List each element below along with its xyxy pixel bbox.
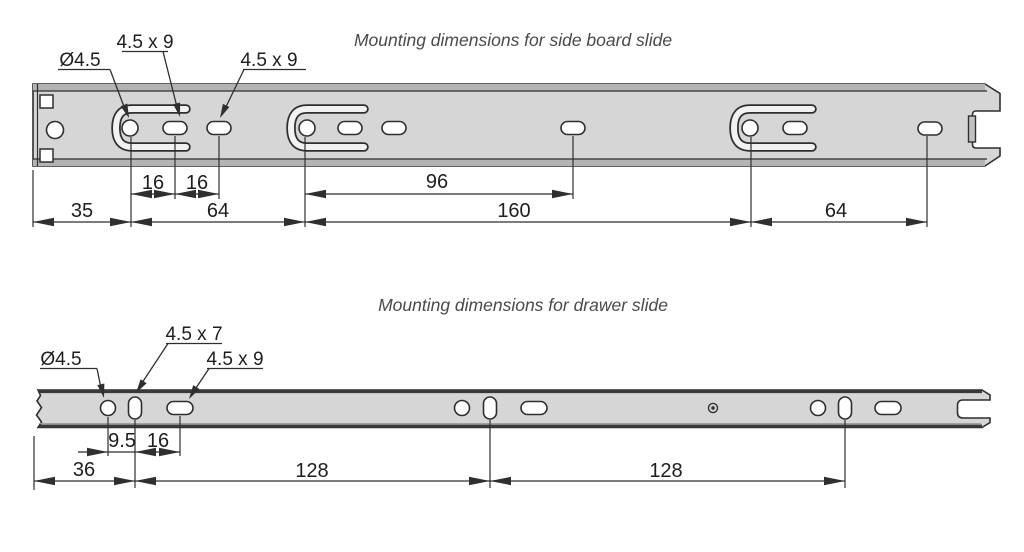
end-notch-tab bbox=[967, 115, 977, 143]
round-hole-1 bbox=[99, 399, 117, 417]
slot-hole bbox=[560, 120, 586, 136]
dim-160: 160 bbox=[497, 200, 530, 222]
dim-9-5: 9.5 bbox=[108, 430, 136, 452]
rivet bbox=[707, 402, 719, 414]
drawer-slide-diagram: Mounting dimensions for drawer slide bbox=[33, 295, 991, 490]
round-hole-3 bbox=[741, 119, 759, 137]
slot-hole bbox=[206, 120, 232, 136]
drawer-slide-title: Mounting dimensions for drawer slide bbox=[378, 295, 668, 315]
vertical-slot-3 bbox=[837, 396, 853, 420]
vertical-slot-1 bbox=[127, 396, 143, 420]
dim-36: 36 bbox=[73, 459, 95, 481]
hole-callouts: Ø4.5 4.5 x 7 4.5 x 9 bbox=[40, 324, 264, 401]
dim-16: 16 bbox=[147, 430, 169, 452]
horizontal-slot-callout: 4.5 x 9 bbox=[206, 349, 263, 370]
side-board-slide-title: Mounting dimensions for side board slide bbox=[354, 30, 672, 50]
end-square-cutout-bottom bbox=[39, 148, 54, 163]
round-hole-1 bbox=[121, 119, 139, 137]
slot-hole bbox=[381, 120, 407, 136]
round-hole-2 bbox=[298, 119, 316, 137]
c-shaped-cutouts bbox=[111, 104, 817, 152]
horizontal-slot-2 bbox=[520, 400, 548, 416]
horizontal-slot-1 bbox=[166, 400, 194, 416]
dim-35: 35 bbox=[71, 200, 93, 222]
dim-16-a: 16 bbox=[142, 172, 164, 194]
round-hole-3 bbox=[809, 399, 827, 417]
slot-hole bbox=[337, 120, 363, 136]
mounting-holes bbox=[99, 396, 902, 420]
slot-hole bbox=[782, 120, 808, 136]
hole-diameter-callout: Ø4.5 bbox=[59, 50, 100, 71]
side-board-slide-diagram: Mounting dimensions for side board slide bbox=[32, 30, 1001, 227]
hole-diameter-callout: Ø4.5 bbox=[40, 349, 81, 370]
dimension-row-upper: 16 16 96 bbox=[131, 171, 573, 199]
vertical-slot-callout: 4.5 x 7 bbox=[165, 324, 222, 345]
dim-96: 96 bbox=[426, 171, 448, 193]
dim-64-b: 64 bbox=[825, 200, 847, 222]
mounting-holes bbox=[45, 119, 943, 140]
slot-hole bbox=[162, 120, 188, 136]
dimension-row-lower: 36 128 128 bbox=[34, 459, 845, 486]
dimension-row-upper: 9.5 16 bbox=[78, 430, 180, 457]
extension-lines bbox=[32, 136, 928, 227]
end-square-cutout-top bbox=[39, 94, 54, 109]
hole-callouts: Ø4.5 4.5 x 9 4.5 x 9 bbox=[58, 32, 306, 120]
dim-16-b: 16 bbox=[186, 172, 208, 194]
dim-128-a: 128 bbox=[295, 460, 328, 482]
dimension-row-lower: 35 64 160 64 bbox=[33, 200, 927, 227]
vertical-slot-2 bbox=[482, 396, 498, 420]
slot-b-callout: 4.5 x 9 bbox=[240, 50, 297, 71]
end-round-hole bbox=[45, 120, 65, 140]
dim-64-a: 64 bbox=[207, 200, 229, 222]
bottom-rail-band bbox=[33, 159, 985, 166]
horizontal-slot-3 bbox=[874, 400, 902, 416]
slot-a-callout: 4.5 x 9 bbox=[116, 32, 173, 53]
slot-hole bbox=[917, 121, 943, 136]
top-rail-band bbox=[33, 84, 985, 91]
dim-128-b: 128 bbox=[649, 460, 682, 482]
round-hole-2 bbox=[453, 399, 471, 417]
